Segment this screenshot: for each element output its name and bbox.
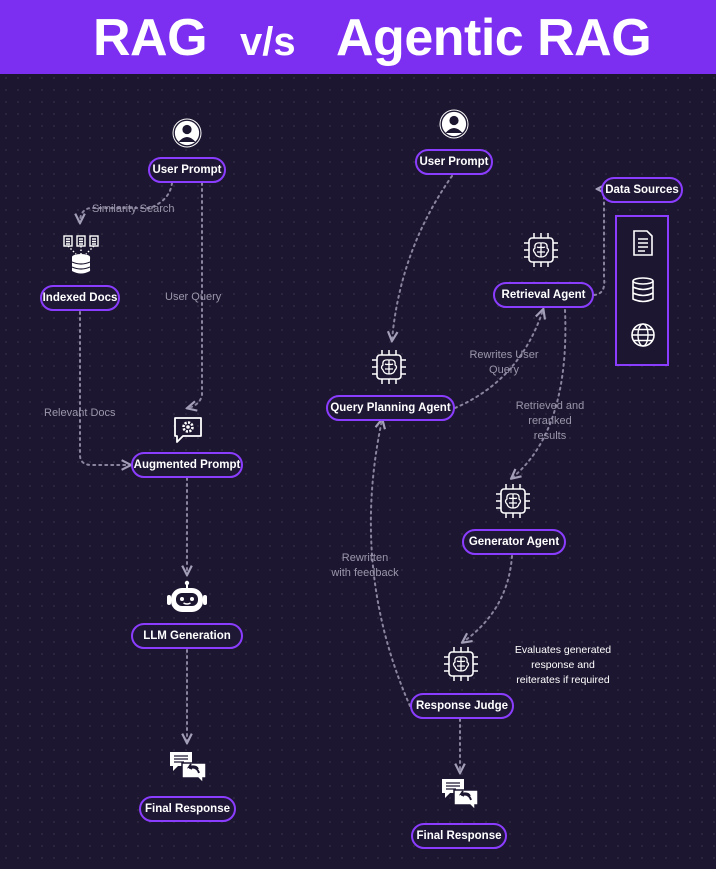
chat-response-icon [170, 752, 207, 785]
rewrites-query-line-1: Rewrites User [469, 349, 539, 361]
data-sources-panel [615, 215, 669, 366]
user-icon [439, 109, 469, 139]
rewritten-feedback-line-1: Rewritten [341, 552, 389, 564]
evaluates-line-3: reiterates if required [516, 674, 610, 686]
generator-agent-node: Generator Agent [462, 529, 566, 555]
connector-retrieval-to-generator [512, 309, 567, 478]
brain-chip-icon [524, 233, 558, 267]
connector-planning-to-retrieval [454, 310, 543, 409]
data-sources-node: Data Sources [601, 177, 683, 203]
connector-prompt-to-augmented [188, 182, 203, 408]
indexed-docs-node: Indexed Docs [40, 285, 120, 311]
rag-final-response-node: Final Response [139, 796, 236, 822]
robot-icon [167, 580, 207, 612]
connector-prompt-to-indexed [80, 182, 173, 222]
rewrites-query-label: Rewrites User Query [464, 348, 544, 378]
connector-indexed-to-augmented [79, 311, 130, 465]
agentic-final-response-node: Final Response [411, 823, 507, 849]
chat-gear-icon [174, 417, 202, 443]
relevant-docs-label: Relevant Docs [44, 407, 116, 419]
title-vs: v/s [240, 20, 296, 64]
connector-prompt-to-planning [392, 175, 453, 340]
response-judge-node: Response Judge [410, 693, 514, 719]
rewritten-feedback-line-2: with feedback [331, 567, 399, 579]
globe-icon [631, 323, 655, 347]
query-planning-agent-node: Query Planning Agent [326, 395, 455, 421]
chat-response-icon [442, 779, 479, 812]
similarity-search-label: Similarity Search [92, 203, 175, 215]
retrieved-reranked-line-3: results [533, 430, 567, 442]
retrieval-agent-node: Retrieval Agent [493, 282, 594, 308]
rewrites-query-line-2: Query [489, 364, 519, 376]
brain-chip-icon [372, 350, 406, 384]
retrieved-reranked-line-2: reranked [528, 415, 572, 427]
title-agentic-rag: Agentic RAG [336, 9, 652, 67]
documents-database-icon [63, 235, 99, 274]
evaluates-note: Evaluates generated response and reitera… [508, 643, 618, 688]
llm-generation-node: LLM Generation [131, 623, 243, 649]
connector-retrieval-to-sources [593, 189, 604, 296]
document-icon [633, 230, 653, 256]
database-icon [632, 277, 654, 303]
agentic-user-prompt-node: User Prompt [415, 149, 493, 175]
rag-user-prompt-node: User Prompt [148, 157, 226, 183]
evaluates-line-2: response and [531, 659, 595, 671]
augmented-prompt-node: Augmented Prompt [131, 452, 243, 478]
brain-chip-icon [496, 484, 530, 518]
evaluates-line-1: Evaluates generated [514, 644, 612, 656]
user-icon [172, 118, 202, 148]
connector-judge-to-planning [369, 420, 411, 707]
rewritten-feedback-label: Rewritten with feedback [322, 551, 408, 581]
brain-chip-icon [444, 647, 478, 681]
user-query-label: User Query [165, 291, 222, 303]
connector-generator-to-judge [463, 555, 513, 642]
retrieved-reranked-line-1: Retrieved and [515, 400, 585, 412]
title-banner: RAG v/s Agentic RAG [0, 0, 716, 74]
title-rag: RAG [93, 9, 208, 67]
retrieved-reranked-label: Retrieved and reranked results [510, 399, 590, 444]
